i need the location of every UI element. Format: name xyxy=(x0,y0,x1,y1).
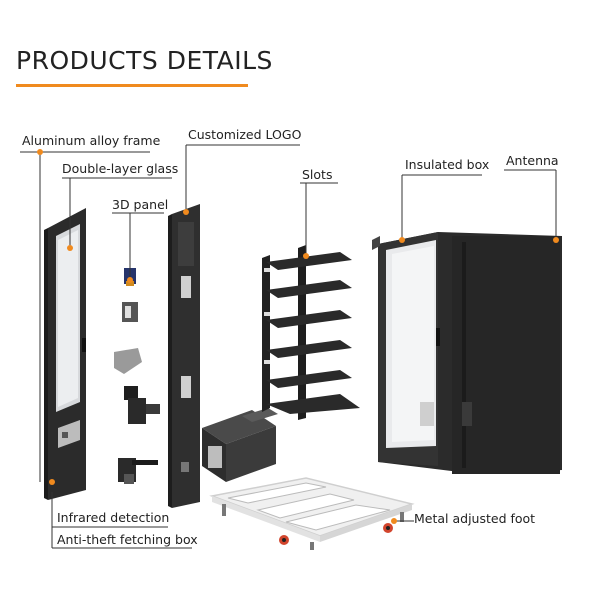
label-anti-theft: Anti-theft fetching box xyxy=(57,532,198,547)
page-title: PRODUCTS DETAILS xyxy=(16,46,273,75)
anti-theft-box xyxy=(202,408,278,482)
title-underline xyxy=(16,84,248,87)
label-aluminum-frame: Aluminum alloy frame xyxy=(22,133,161,148)
slots-rack xyxy=(262,245,360,420)
label-3d-panel: 3D panel xyxy=(112,197,169,212)
label-slots: Slots xyxy=(302,167,333,182)
label-insulated-box: Insulated box xyxy=(405,157,490,172)
label-double-glass: Double-layer glass xyxy=(62,161,179,176)
metal-base-frame xyxy=(209,477,415,550)
label-custom-logo: Customized LOGO xyxy=(188,127,302,142)
insulated-cabinet xyxy=(372,232,562,474)
label-metal-foot: Metal adjusted foot xyxy=(414,511,536,526)
door-assembly xyxy=(44,208,86,500)
label-antenna: Antenna xyxy=(506,153,559,168)
logo-side-panel xyxy=(168,204,200,508)
callout-dots xyxy=(37,149,559,524)
label-infrared: Infrared detection xyxy=(57,510,170,525)
three-d-panel-parts xyxy=(114,268,160,484)
